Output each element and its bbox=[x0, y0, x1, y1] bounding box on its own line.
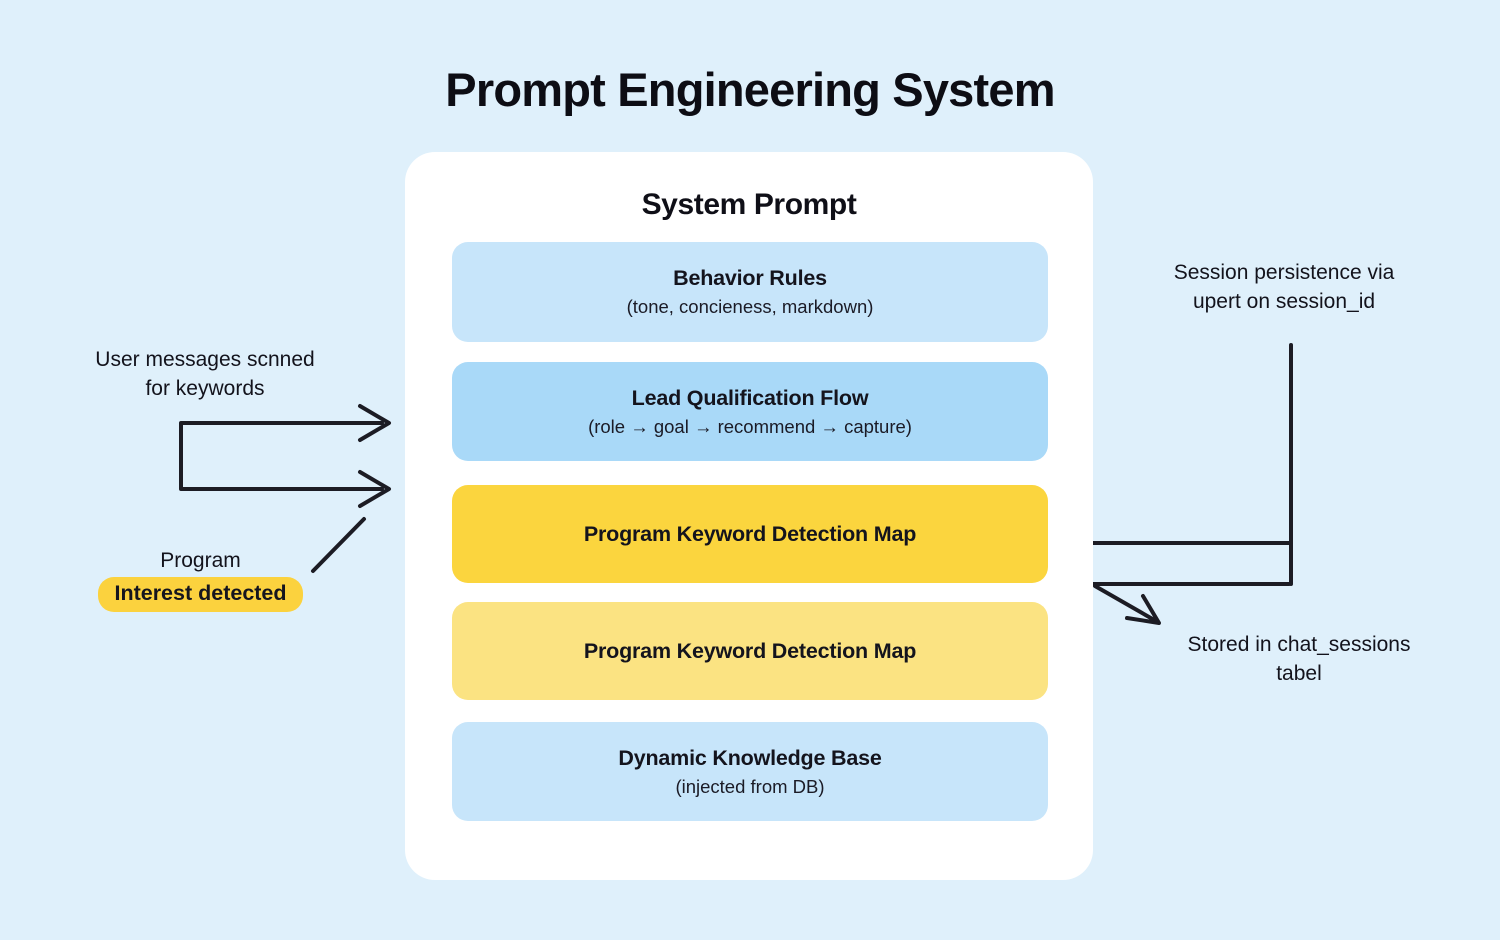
user-messages-note: User messages scnned for keywords bbox=[55, 345, 355, 403]
session-persistence-note: Session persistence via upert on session… bbox=[1128, 258, 1440, 316]
scan-arrows-connector bbox=[179, 404, 391, 508]
box-lead-qualification-flow: Lead Qualification Flow (role → goal → r… bbox=[452, 362, 1048, 461]
box-subtitle: (role → goal → recommend → capture) bbox=[588, 415, 912, 437]
box-title: Program Keyword Detection Map bbox=[583, 638, 917, 663]
stored-arrow bbox=[1093, 584, 1161, 625]
note-line: User messages scnned bbox=[95, 348, 315, 371]
card-heading: System Prompt bbox=[641, 188, 857, 221]
program-interest-note: Program Interest detected bbox=[78, 546, 323, 612]
page-title: Prompt Engineering System bbox=[445, 63, 1055, 116]
interest-detected-highlight: Interest detected bbox=[98, 577, 303, 612]
note-line: Program bbox=[160, 549, 241, 572]
box-dynamic-knowledge-base: Dynamic Knowledge Base (injected from DB… bbox=[452, 722, 1048, 821]
box-program-keyword-detection-map-1: Program Keyword Detection Map bbox=[452, 485, 1048, 583]
note-line: tabel bbox=[1276, 662, 1322, 685]
box-behavior-rules: Behavior Rules (tone, concieness, markdo… bbox=[452, 242, 1048, 342]
note-line: Session persistence via bbox=[1173, 261, 1395, 284]
session-persistence-connector bbox=[1091, 343, 1293, 586]
note-line: for keywords bbox=[145, 377, 265, 400]
box-subtitle: (injected from DB) bbox=[675, 775, 825, 797]
note-line: upert on session_id bbox=[1192, 290, 1376, 313]
note-line: Stored in chat_sessions bbox=[1187, 633, 1411, 656]
box-title: Dynamic Knowledge Base bbox=[618, 745, 882, 770]
stored-in-table-note: Stored in chat_sessions tabel bbox=[1148, 630, 1450, 688]
box-program-keyword-detection-map-2: Program Keyword Detection Map bbox=[452, 602, 1048, 700]
box-subtitle: (tone, concieness, markdown) bbox=[626, 296, 874, 317]
box-title: Lead Qualification Flow bbox=[631, 385, 869, 410]
box-title: Behavior Rules bbox=[673, 266, 827, 290]
system-prompt-card: System Prompt Behavior Rules (tone, conc… bbox=[405, 152, 1093, 880]
box-title: Program Keyword Detection Map bbox=[583, 521, 917, 546]
